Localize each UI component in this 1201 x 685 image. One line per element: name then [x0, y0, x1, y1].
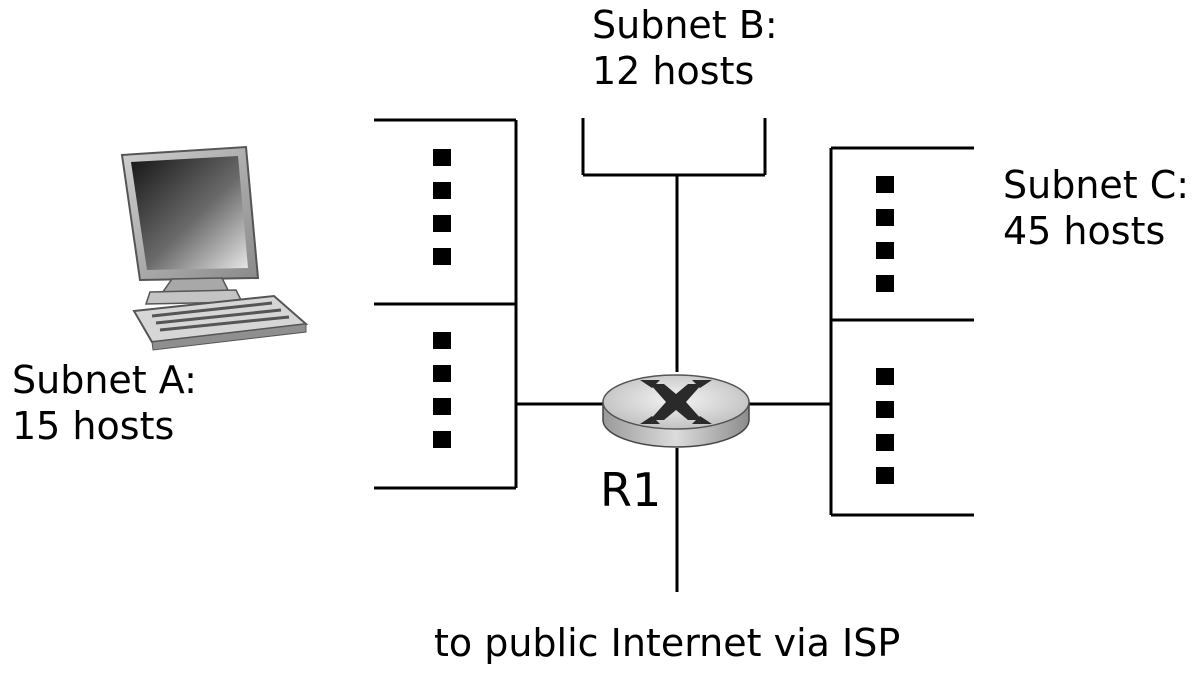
- subnet-a-hosts: 15 hosts: [12, 404, 175, 448]
- subnet-c-host-dots: [876, 176, 894, 484]
- subnet-c-hosts: 45 hosts: [1003, 209, 1166, 253]
- subnet-c-label: Subnet C: 45 hosts: [1003, 162, 1189, 254]
- computer-icon: [120, 145, 309, 351]
- subnet-a-segment: [374, 118, 603, 490]
- subnet-a-name: Subnet A:: [12, 358, 197, 402]
- router-cross-arrows: [640, 380, 712, 424]
- router-label: R1: [600, 463, 662, 517]
- subnet-b-segment: [581, 118, 767, 372]
- computer-keyboard-front: [151, 323, 307, 351]
- computer-screen: [131, 156, 248, 270]
- router-icon: [602, 374, 750, 448]
- subnet-c-segment: [749, 146, 974, 517]
- subnet-b-hosts: 12 hosts: [592, 49, 755, 93]
- subnet-a-host-dots: [433, 149, 451, 448]
- subnet-a-label: Subnet A: 15 hosts: [12, 357, 197, 449]
- subnet-b-name: Subnet B:: [592, 3, 778, 47]
- subnet-c-name: Subnet C:: [1003, 163, 1190, 207]
- uplink-label: to public Internet via ISP: [434, 621, 901, 665]
- subnet-b-label: Subnet B: 12 hosts: [592, 2, 778, 94]
